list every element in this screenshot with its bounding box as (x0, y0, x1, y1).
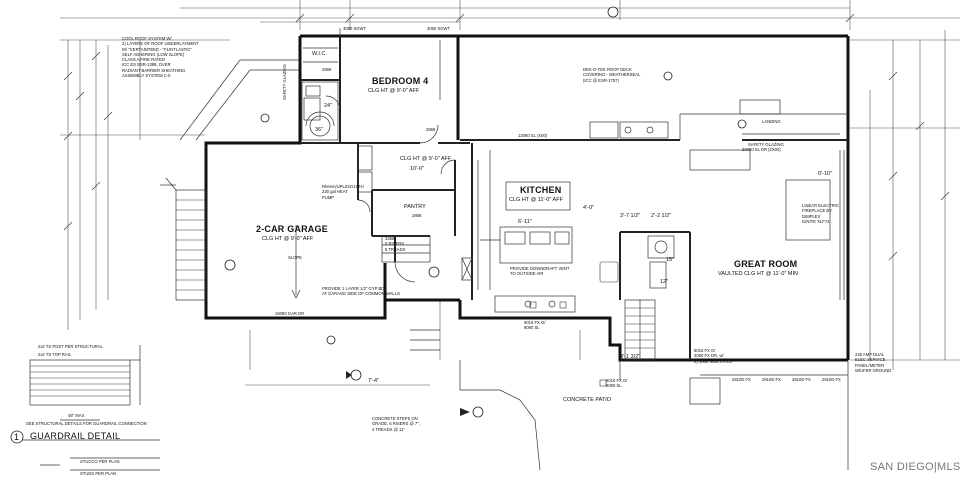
slider-label: 20080 SL DR (2X00) (742, 147, 781, 152)
dim-2ft2: 2'-2 1/2" (651, 213, 672, 219)
door-2868-a: 2868 (322, 67, 332, 72)
service-note: 225 AMP DUAL ELEC SERVICE PANEL/METER W/… (855, 352, 892, 373)
window-6016-c: 6016 FX O/ 4060 FX DR, w/ 2) 1060 SIDE L… (694, 348, 732, 364)
dim-24in: 24" (324, 103, 333, 109)
window-3050-b: 3050 SGWT (427, 26, 451, 31)
window-6016-b: 6016 FX O/ 8080 SL (606, 378, 628, 389)
heat-pump-note: Rheem/UPL2SOJ1RH 230 gal HEAT PUMP (322, 184, 364, 200)
door-2868-c: 2868 (412, 213, 422, 218)
landing-label: LANDING (762, 119, 781, 124)
dim-3ft7: 3'-7 1/2" (620, 213, 641, 219)
guardrail-rail-note: 2x2 TS TOP RAIL (38, 352, 72, 357)
guardrail-max: 48" MAX (68, 413, 85, 418)
dim-36in: 36" (315, 127, 324, 133)
great-room-title: GREAT ROOM (734, 259, 798, 269)
window-6016: 6016 FX O/ 8060 SL (524, 320, 546, 331)
window-3050-a: 3050 SGWT (343, 26, 367, 31)
dim-4ft1: 4'-1 3/2" (620, 354, 641, 360)
garage-door-label: 16080 GAR DR (275, 311, 305, 316)
stair-note: 3366 6 RISERS 5 TREADS (385, 236, 406, 252)
dim-12in: 12" (660, 279, 669, 285)
garage-wall-note: PROVIDE 1 LAYER 1/2" GYP BD AT GARAGE SI… (322, 286, 400, 297)
studs-note: STUDS PER PLAN (80, 471, 117, 476)
dim-6ft11: 6'-11" (518, 219, 532, 225)
dim-15in: 15" (666, 257, 675, 263)
bedroom-4-ceiling: CLG HT @ 9'-0" AFF (368, 88, 420, 94)
slope-label: SLOPE (288, 255, 302, 260)
dim-0ft10: 0'-10" (818, 171, 833, 177)
mls-watermark: SAN DIEGO|MLS (870, 461, 961, 473)
roof-system-note: COOL ROOF SYSTEM W/ 2) LAYERS OF ROOF UN… (122, 36, 199, 78)
fx-window-2: 2810D FX (762, 377, 781, 382)
fx-window-3: 2810D FX (792, 377, 811, 382)
dim-4ft: 4'-0" (583, 205, 594, 211)
pantry-label: PANTRY (404, 204, 426, 210)
door-2868-b: 2868 (426, 127, 436, 132)
door-12080-label: 12080 SL (X00) (518, 133, 548, 138)
great-room-ceiling: VAULTED CLG HT @ 11'-0" MIN (718, 271, 798, 277)
detail-number: 1 (14, 432, 20, 442)
dim-7ft4: 7'-4" (368, 378, 379, 384)
safety-glazing-great: SAFETY GLAZING (748, 142, 784, 147)
garage-ceiling: CLG HT @ 9'-0" AFF (262, 236, 314, 242)
safety-glazing-bath: SAFETY GLAZING (282, 64, 287, 100)
steps-note: CONCRETE STEPS ON GRADE, 6 RISERS @ 7", … (372, 416, 420, 432)
hood-note: PROVIDE DOWNDRAFT VENT TO OUTSIDE AIR (510, 266, 570, 277)
guardrail-post-note: 2x2 TS POST PER STRUCTURAL (38, 344, 103, 349)
guardrail-see-note: SEE STRUCTURAL DETAILS FOR GUARDRAIL CON… (26, 421, 147, 426)
stucco-note: STUCCO PER PLAN (80, 459, 120, 464)
wic-label: W.I.C. (312, 51, 327, 57)
hall-ceiling: CLG HT @ 9'-0" AFF (400, 156, 452, 162)
detail-title: GUARDRAIL DETAIL (30, 431, 121, 441)
fx-window-4: 2810D FX (822, 377, 841, 382)
fireplace-note: LINEAR ELECTRIC FIREPLACE BY DIMPLEX IGN… (802, 203, 839, 224)
garage-title: 2-CAR GARAGE (256, 224, 328, 234)
kitchen-title: KITCHEN (520, 185, 562, 195)
kitchen-ceiling: CLG HT @ 11'-0" AFF (509, 197, 563, 203)
patio-label: CONCRETE PATIO (563, 397, 612, 403)
roof-deck-note: DEK-O-TEK ROOF DECK COVERING - WEATHERSE… (583, 67, 641, 83)
fx-window-1: 2810D FX (732, 377, 751, 382)
dim-10ft: 10'-0" (410, 166, 425, 172)
bedroom-4-title: BEDROOM 4 (372, 76, 429, 86)
